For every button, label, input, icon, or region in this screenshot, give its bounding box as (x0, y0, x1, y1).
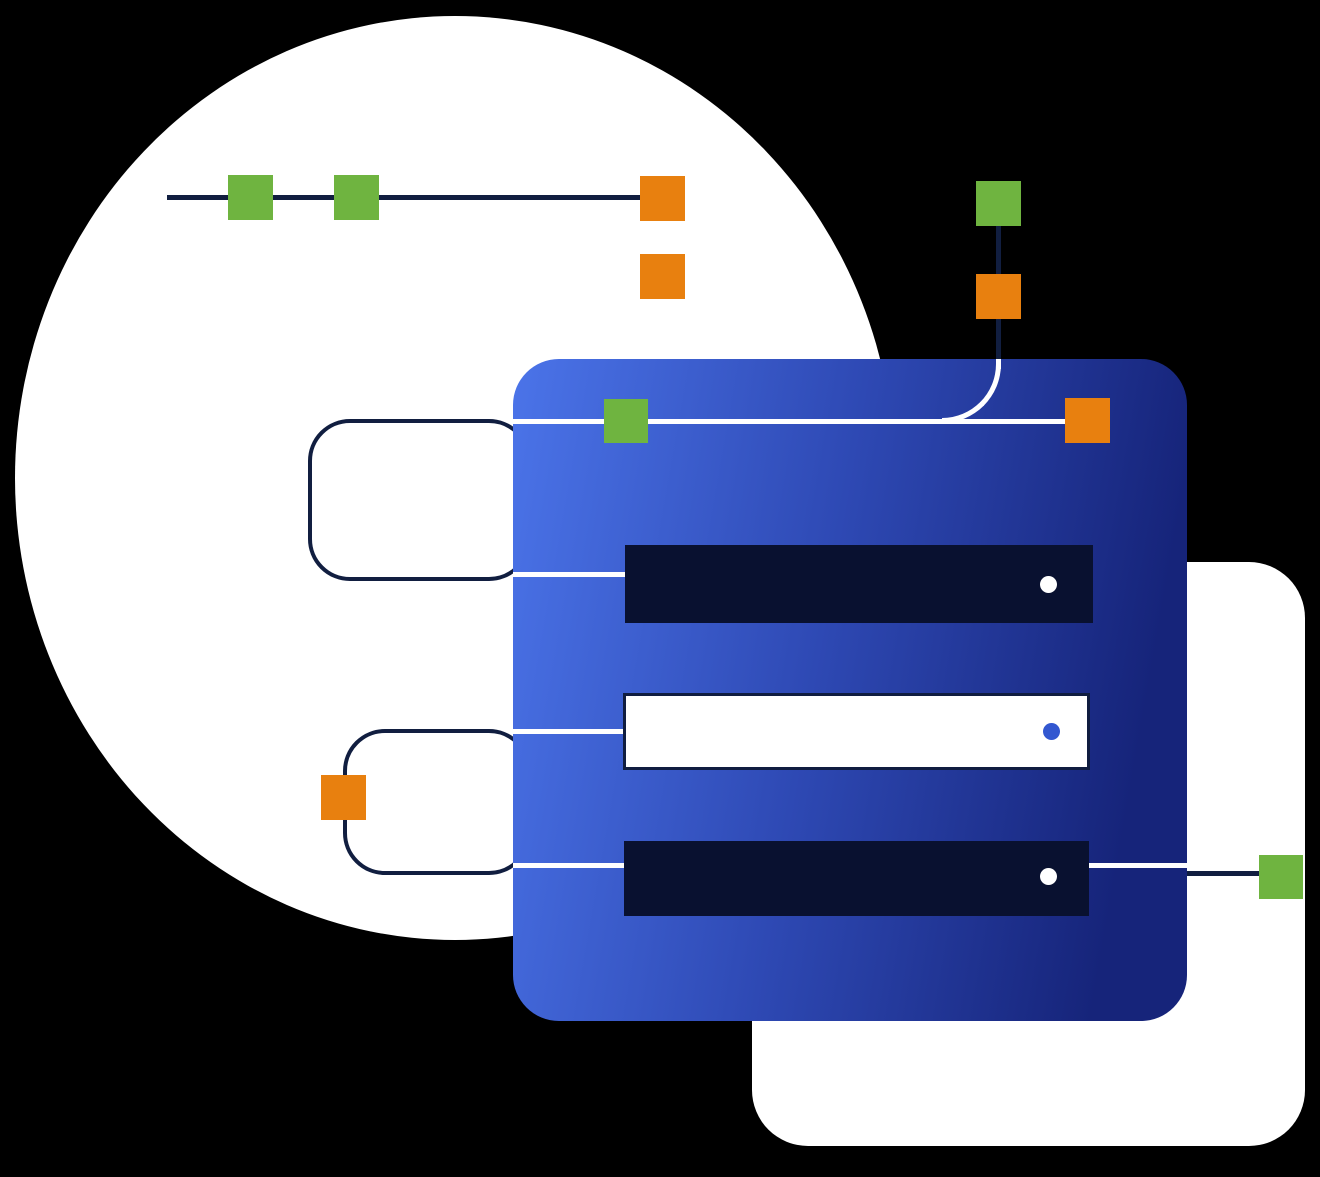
indicator-dot-blue (1043, 723, 1060, 740)
connector-loop-lower (343, 729, 531, 875)
indicator-dot-white (1040, 576, 1057, 593)
server-slot-3 (624, 841, 1089, 916)
connector-loop-upper (308, 419, 531, 581)
orange-node-square (640, 254, 685, 299)
indicator-dot-white (1040, 868, 1057, 885)
server-slot-2 (623, 693, 1090, 770)
server-slot-1 (625, 545, 1093, 623)
exit-line-navy (1187, 871, 1259, 876)
orange-node-square (1065, 398, 1110, 443)
connector-line-top-left (167, 195, 648, 200)
green-node-square (604, 399, 648, 443)
panel-line-slot2 (513, 729, 625, 734)
orange-node-square (976, 274, 1021, 319)
exit-line-white (1089, 863, 1187, 868)
green-node-square (334, 175, 379, 220)
green-node-square (1259, 855, 1303, 899)
server-panel (513, 359, 1187, 1021)
panel-line-top (513, 419, 1065, 424)
orange-node-square (321, 775, 366, 820)
orange-node-square (640, 176, 685, 221)
panel-line-slot3 (513, 863, 626, 868)
green-node-square (228, 175, 273, 220)
panel-line-slot1 (513, 572, 627, 577)
green-node-square (976, 181, 1021, 226)
